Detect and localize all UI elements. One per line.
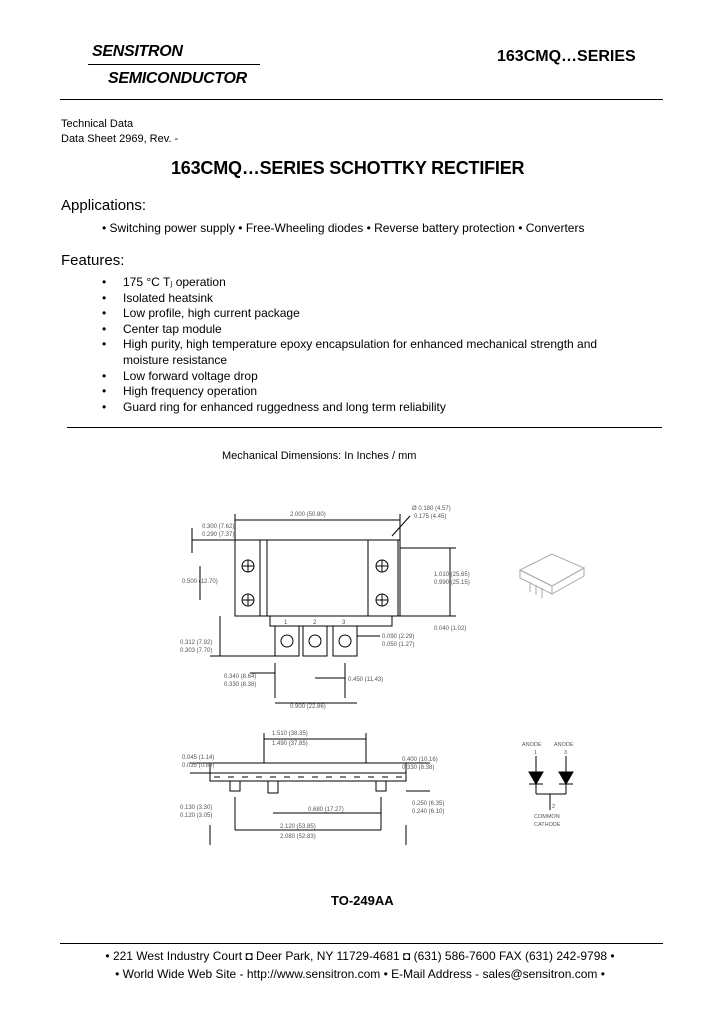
brand-name: SENSITRON — [92, 43, 183, 60]
package-3d-icon — [518, 553, 586, 598]
feature-item: •Guard ring for enhanced ruggedness and … — [102, 399, 446, 414]
baseplate — [209, 762, 407, 774]
application-item: Switching power supply — [109, 221, 235, 235]
svg-text:1: 1 — [284, 620, 288, 626]
page-title: 163CMQ…SERIES SCHOTTKY RECTIFIER — [171, 158, 525, 178]
svg-text:CATHODE: CATHODE — [534, 822, 561, 828]
feature-item: •Isolated heatsink — [102, 290, 214, 305]
svg-text:0.330 (8.38): 0.330 (8.38) — [224, 682, 256, 688]
feature-item: •High purity, high temperature epoxy enc… — [102, 337, 598, 367]
application-item: Converters — [525, 221, 585, 235]
svg-text:0.300 (7.62): 0.300 (7.62) — [202, 524, 234, 530]
diode-schematic-icon: ANODE ANODE 1 3 2 COMMON CATHODE — [522, 742, 574, 828]
svg-text:0.330 (8.38): 0.330 (8.38) — [402, 765, 434, 771]
side-view-drawing: 1.510 (38.35) 1.490 (37.85) 0.045 (1.14)… — [180, 731, 444, 845]
applications-heading: Applications: — [61, 197, 147, 214]
header-series: 163CMQ…SERIES — [497, 48, 636, 65]
feature-item: •High frequency operation — [102, 384, 258, 399]
svg-text:0.130 (3.30): 0.130 (3.30) — [180, 805, 212, 811]
mechanical-caption: Mechanical Dimensions: In Inches / mm — [222, 450, 417, 462]
svg-text:2.120 (53.85): 2.120 (53.85) — [280, 824, 316, 830]
top-view-drawing: 2.000 (50.80) Ø 0.180 (4.57) 0.175 (4.45… — [180, 506, 470, 710]
features-list: •175 °C Tⱼ operation •Isolated heatsink … — [102, 275, 663, 415]
brand-subtitle: SEMICONDUCTOR — [108, 70, 247, 87]
svg-text:1.010 (25.65): 1.010 (25.65) — [434, 572, 470, 578]
svg-text:0.175 (4.45): 0.175 (4.45) — [414, 514, 446, 520]
svg-text:0.290 (7.37): 0.290 (7.37) — [202, 532, 234, 538]
feature-item: •175 °C Tⱼ operation — [102, 275, 226, 289]
svg-text:0.500 (12.70): 0.500 (12.70) — [182, 579, 218, 585]
brand-underline — [88, 64, 260, 65]
svg-text:0.250 (6.35): 0.250 (6.35) — [412, 801, 444, 807]
header-rule — [60, 99, 663, 100]
svg-text:ANODE: ANODE — [522, 742, 542, 748]
svg-text:0.240 (6.10): 0.240 (6.10) — [412, 809, 444, 815]
svg-text:0.680 (17.27): 0.680 (17.27) — [308, 807, 344, 813]
svg-text:3: 3 — [564, 750, 567, 756]
svg-text:0.045 (1.14): 0.045 (1.14) — [182, 755, 214, 761]
footer-web-email: • World Wide Web Site - http://www.sensi… — [115, 967, 605, 981]
feature-item: •Low forward voltage drop — [102, 368, 258, 383]
footer-address: • 221 West Industry Court ◘ Deer Park, N… — [105, 949, 615, 963]
svg-text:0.040 (1.02): 0.040 (1.02) — [434, 626, 466, 632]
svg-text:3: 3 — [342, 620, 346, 626]
svg-text:0.120 (3.05): 0.120 (3.05) — [180, 813, 212, 819]
svg-text:1.510 (38.35): 1.510 (38.35) — [272, 731, 308, 737]
svg-text:1.490 (37.85): 1.490 (37.85) — [272, 741, 308, 747]
application-item: Free-Wheeling diodes — [245, 221, 364, 235]
feature-item: • Low profile, high current package — [102, 306, 300, 321]
svg-text:2: 2 — [313, 620, 317, 626]
svg-text:0.400 (10.16): 0.400 (10.16) — [402, 757, 438, 763]
svg-text:2: 2 — [552, 804, 555, 810]
svg-text:0.090 (2.29): 0.090 (2.29) — [382, 634, 414, 640]
svg-text:0.303 (7.70): 0.303 (7.70) — [180, 648, 212, 654]
section-divider — [67, 427, 662, 428]
svg-text:1: 1 — [534, 750, 537, 756]
svg-text:COMMON: COMMON — [534, 814, 560, 820]
svg-text:Ø 0.180 (4.57): Ø 0.180 (4.57) — [412, 506, 451, 512]
package-label: TO-249AA — [331, 893, 394, 908]
footer-rule — [60, 943, 663, 944]
svg-text:0.990 (25.15): 0.990 (25.15) — [434, 580, 470, 586]
features-heading: Features: — [61, 252, 125, 269]
feature-continuation: moisture resistance — [123, 352, 228, 367]
svg-text:ANODE: ANODE — [554, 742, 574, 748]
applications-list: • Switching power supply • Free-Wheeling… — [102, 221, 585, 235]
svg-text:2.000 (50.80): 2.000 (50.80) — [290, 512, 326, 518]
svg-text:0.312 (7.92): 0.312 (7.92) — [180, 640, 212, 646]
svg-text:0.900 (22.86): 0.900 (22.86) — [290, 704, 326, 710]
svg-text:0.050 (1.27): 0.050 (1.27) — [382, 642, 414, 648]
module-body — [259, 539, 399, 617]
application-item: Reverse battery protection — [374, 221, 515, 235]
svg-text:0.035 (0.89): 0.035 (0.89) — [182, 763, 214, 769]
data-sheet-number: Data Sheet 2969, Rev. - — [61, 133, 179, 145]
technical-data-label: Technical Data — [61, 118, 134, 130]
feature-item: •Center tap module — [102, 321, 222, 336]
svg-text:0.450 (11.43): 0.450 (11.43) — [348, 677, 383, 683]
svg-text:2.080 (52.83): 2.080 (52.83) — [280, 834, 316, 840]
svg-text:0.340 (8.64): 0.340 (8.64) — [224, 674, 256, 680]
